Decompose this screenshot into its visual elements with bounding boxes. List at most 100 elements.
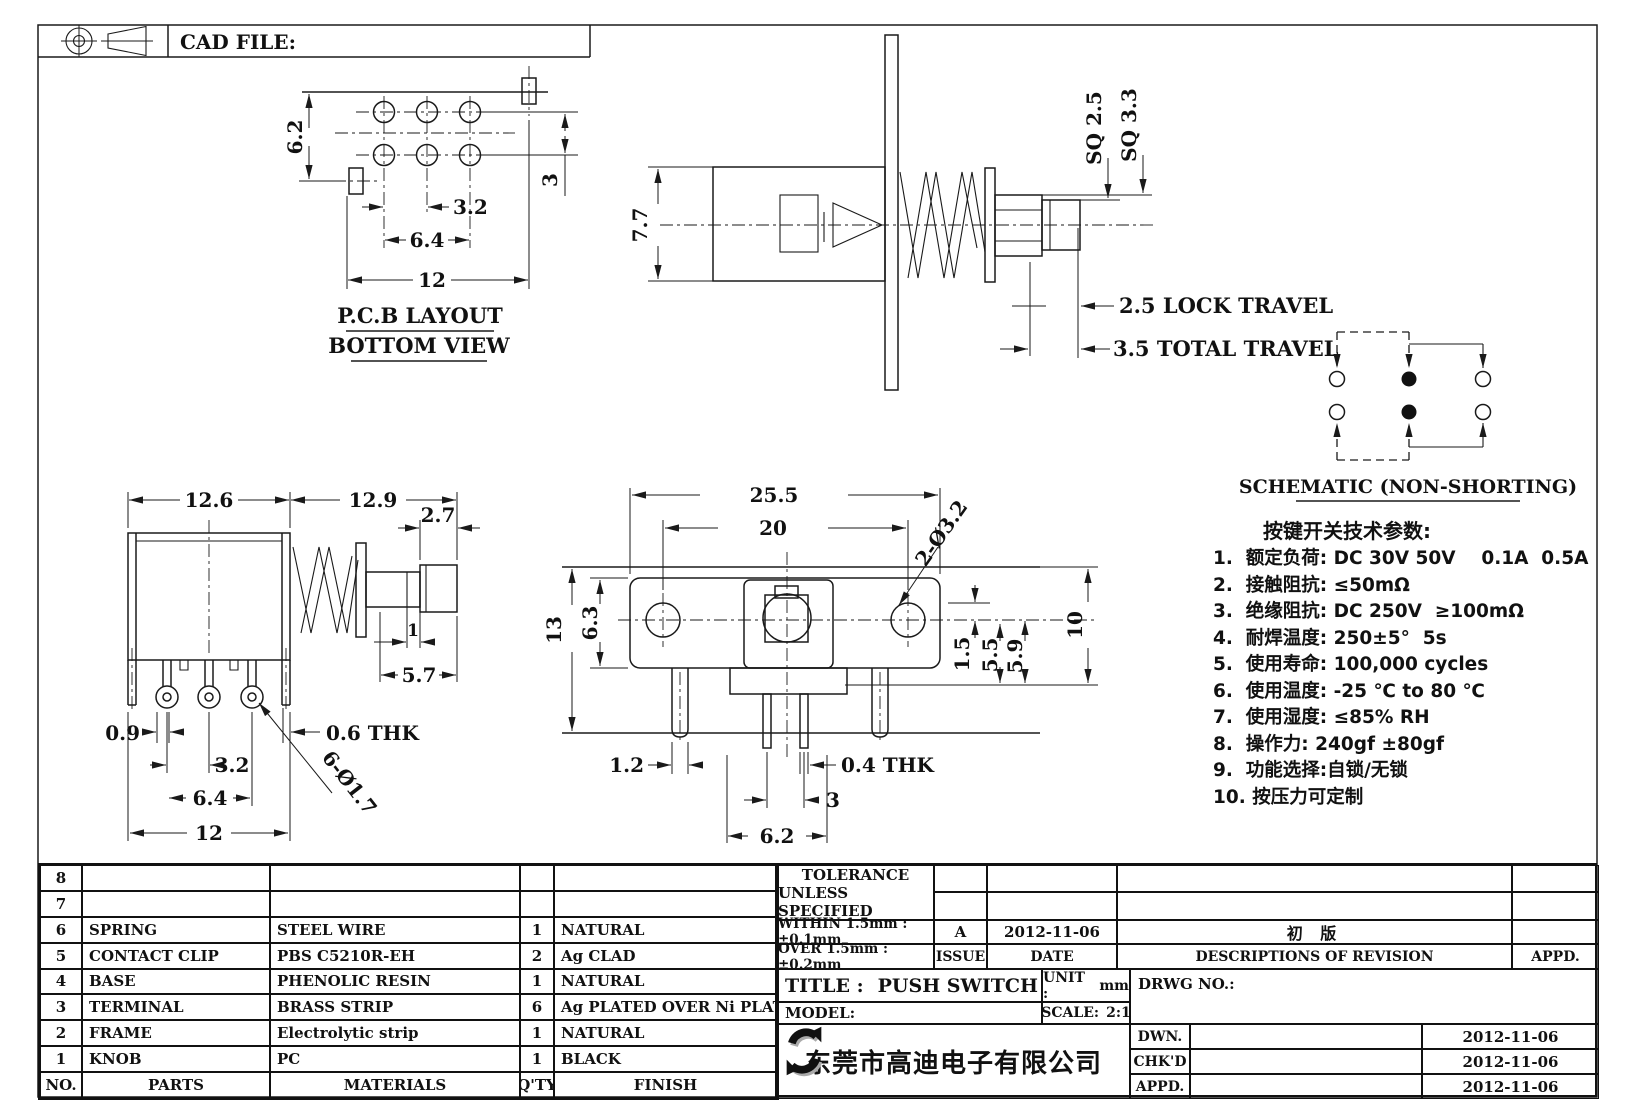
row-material: STEEL WIRE bbox=[270, 916, 520, 943]
company-logo-icon bbox=[786, 1026, 823, 1077]
parts-table: 8 7 6 SPRING STEEL WIRE 1 NATURAL 5 CONT… bbox=[38, 863, 779, 1100]
dim-0-9: 0.9 bbox=[105, 721, 140, 745]
row-finish: BLACK bbox=[554, 1046, 777, 1073]
dim-1-5: 1.5 bbox=[950, 637, 974, 672]
sign-dwn-value bbox=[1190, 1024, 1422, 1049]
row-finish: Ag CLAD bbox=[554, 942, 777, 969]
col-header-materials: MATERIALS bbox=[270, 1072, 520, 1098]
revision-issue-label: ISSUE bbox=[934, 944, 987, 969]
revision-empty-cell bbox=[1512, 865, 1599, 892]
left-side-view: 12.6 12.9 2.7 bbox=[105, 488, 480, 845]
scale-cell: SCALE: 2:1 bbox=[1041, 1002, 1131, 1024]
dim-2-holes: 2-Ø3.2 bbox=[910, 496, 972, 571]
title-label: TITLE : bbox=[785, 974, 864, 997]
revision-empty-cell bbox=[987, 892, 1117, 920]
dim-20: 20 bbox=[759, 516, 787, 540]
row-finish bbox=[554, 865, 777, 891]
dim-12-6: 12.6 bbox=[185, 488, 234, 512]
row-no: 1 bbox=[40, 1046, 82, 1073]
dim-10: 10 bbox=[1063, 611, 1087, 639]
sign-chkd-date: 2012-11-06 bbox=[1422, 1049, 1599, 1074]
title-cell: TITLE : PUSH SWITCH bbox=[777, 969, 1042, 1002]
pcb-caption-line2: BOTTOM VIEW bbox=[328, 333, 510, 358]
spec-item: 9. 功能选择:自锁/无锁 bbox=[1213, 760, 1408, 781]
row-qty: 2 bbox=[520, 942, 554, 969]
dim-6-2-front: 6.2 bbox=[760, 824, 795, 848]
row-part: CONTACT CLIP bbox=[82, 942, 270, 969]
row-finish: NATURAL bbox=[554, 1020, 777, 1047]
spec-item: 7. 使用湿度: ≤85% RH bbox=[1213, 707, 1430, 728]
revision-description-label: DESCRIPTIONS OF REVISION bbox=[1117, 944, 1512, 969]
unit-cell: UNIT : mm bbox=[1042, 969, 1130, 1002]
front-view: 25.5 20 2-Ø3.2 13 6.3 1.5 5.5 5.9 bbox=[542, 483, 1098, 848]
row-no: 2 bbox=[40, 1020, 82, 1047]
dim-0-6-thk: 0.6 THK bbox=[326, 721, 420, 745]
row-finish: NATURAL bbox=[554, 968, 777, 995]
row-qty bbox=[520, 890, 554, 917]
revision-description-value: 初 版 bbox=[1117, 920, 1512, 944]
title-block: TOLERANCE UNLESS SPECIFIED WITHIN 1.5mm … bbox=[775, 863, 1599, 1099]
revision-empty-cell bbox=[934, 892, 987, 920]
dim-3-2-left: 3.2 bbox=[215, 753, 250, 777]
dim-2-7: 2.7 bbox=[421, 503, 456, 527]
col-header-finish: FINISH bbox=[554, 1072, 777, 1098]
dim-6-2: 6.2 bbox=[283, 120, 307, 155]
sign-appd-date: 2012-11-06 bbox=[1422, 1074, 1599, 1099]
dim-12-9: 12.9 bbox=[349, 488, 398, 512]
schematic-view: SCHEMATIC (NON-SHORTING) bbox=[1239, 331, 1577, 502]
spec-item: 8. 操作力: 240gf ±80gf bbox=[1213, 733, 1445, 755]
row-part: BASE bbox=[82, 968, 270, 995]
dim-5-5: 5.5 bbox=[978, 638, 1002, 673]
lock-travel-label: 2.5 LOCK TRAVEL bbox=[1119, 293, 1333, 318]
row-material: PBS C5210R-EH bbox=[270, 942, 520, 969]
row-no: 5 bbox=[40, 942, 82, 969]
dim-25-5: 25.5 bbox=[750, 483, 799, 507]
dim-13: 13 bbox=[542, 616, 566, 644]
row-qty: 6 bbox=[520, 994, 554, 1021]
dim-3-front: 3 bbox=[826, 788, 840, 812]
spec-title: 按键开关技术参数: bbox=[1263, 519, 1431, 543]
dim-12-left: 12 bbox=[195, 821, 223, 845]
dim-5-9: 5.9 bbox=[1003, 639, 1027, 674]
revision-empty-cell bbox=[1512, 892, 1599, 920]
model-cell: MODEL: bbox=[777, 1002, 1042, 1024]
schematic-caption: SCHEMATIC (NON-SHORTING) bbox=[1239, 476, 1577, 498]
tolerance-line1: TOLERANCE bbox=[801, 865, 910, 884]
projection-symbol-icon bbox=[61, 25, 153, 57]
dim-6-holes: 6-Ø1.7 bbox=[317, 746, 382, 819]
row-qty: 1 bbox=[520, 1020, 554, 1047]
revision-empty-cell bbox=[1117, 865, 1512, 892]
dim-1-2: 1.2 bbox=[609, 753, 644, 777]
row-qty bbox=[520, 865, 554, 891]
spec-item: 3. 绝缘阻抗: DC 250V ≥100mΩ bbox=[1213, 601, 1524, 622]
spec-item: 1. 额定负荷: DC 30V 50V 0.1A 0.5A bbox=[1213, 548, 1589, 569]
revision-empty-cell bbox=[934, 865, 987, 892]
dim-0-4-thk: 0.4 THK bbox=[841, 753, 935, 777]
sign-appd-label: APPD. bbox=[1130, 1074, 1190, 1099]
side-section-view: SQ 2.5 SQ 3.3 7.7 2.5 LOCK TRAVEL 3.5 TO… bbox=[628, 34, 1339, 391]
tolerance-over: OVER 1.5mm : ±0.2mm bbox=[777, 941, 934, 973]
row-material bbox=[270, 865, 520, 891]
col-header-qty: Q'TY bbox=[520, 1072, 554, 1098]
row-material: Electrolytic strip bbox=[270, 1020, 520, 1047]
row-part bbox=[82, 865, 270, 891]
dim-sq-3-3: SQ 3.3 bbox=[1117, 88, 1141, 162]
row-finish bbox=[554, 890, 777, 917]
dim-12: 12 bbox=[418, 268, 446, 292]
sign-appd-value bbox=[1190, 1074, 1422, 1099]
title-value: PUSH SWITCH bbox=[877, 974, 1038, 997]
unit-value: mm bbox=[1099, 977, 1129, 994]
spec-list: 按键开关技术参数: 1. 额定负荷: DC 30V 50V 0.1A 0.5A … bbox=[1213, 516, 1630, 811]
row-material bbox=[270, 890, 520, 917]
row-qty: 1 bbox=[520, 968, 554, 995]
row-part: TERMINAL bbox=[82, 994, 270, 1021]
dim-7-7: 7.7 bbox=[628, 208, 652, 243]
dim-6-3: 6.3 bbox=[578, 606, 602, 641]
spec-item: 10. 按压力可定制 bbox=[1213, 786, 1364, 808]
spec-item: 5. 使用寿命: 100,000 cycles bbox=[1213, 654, 1489, 675]
row-part bbox=[82, 890, 270, 917]
row-no: 8 bbox=[40, 865, 82, 891]
revision-empty-cell bbox=[987, 865, 1117, 892]
